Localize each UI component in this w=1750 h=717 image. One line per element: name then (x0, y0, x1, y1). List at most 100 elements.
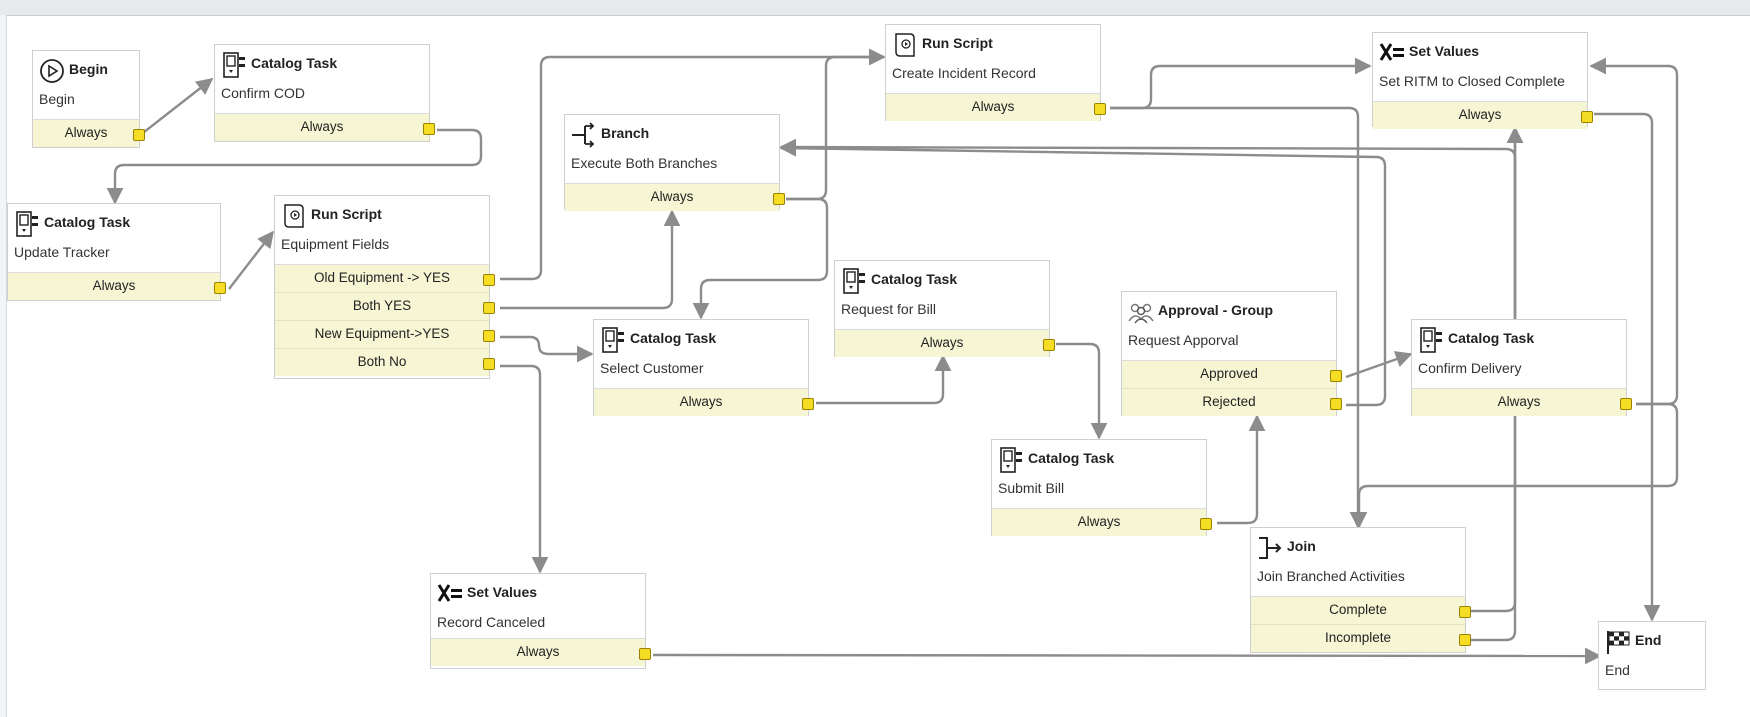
edge-create-incident-to-ritm-closed (1110, 57, 1372, 110)
catalog-task-icon (16, 211, 38, 237)
node-catalog-task-update-tracker[interactable]: Catalog Task Update Tracker Always (7, 203, 226, 301)
node-name: Update Tracker (14, 244, 110, 260)
connector-port[interactable] (802, 398, 814, 410)
connector-port[interactable] (1581, 111, 1593, 123)
connector-port[interactable] (1330, 370, 1342, 382)
catalog-task-icon (223, 52, 245, 78)
node-name: Request Apporval (1128, 332, 1239, 348)
node-name: Record Canceled (437, 614, 546, 630)
edge-branch-to-create-incident (786, 48, 886, 201)
condition-old-equipment-yes[interactable]: Old Equipment -> YES (275, 264, 495, 292)
condition-always[interactable]: Always (215, 113, 435, 141)
condition-approved[interactable]: Approved (1122, 360, 1342, 388)
node-catalog-task-confirm-delivery[interactable]: Catalog Task Confirm Delivery Always (1411, 319, 1632, 416)
node-catalog-task-confirm-cod[interactable]: Catalog Task Confirm COD Always (214, 44, 435, 142)
condition-both-yes[interactable]: Both YES (275, 292, 495, 320)
node-type: Catalog Task (630, 330, 717, 346)
connector-port[interactable] (483, 358, 495, 370)
connector-port[interactable] (483, 274, 495, 286)
condition-always[interactable]: Always (992, 508, 1212, 536)
connector-port[interactable] (1200, 518, 1212, 530)
node-name: Begin (39, 91, 75, 107)
node-type: Catalog Task (1448, 330, 1535, 346)
node-name: Set RITM to Closed Complete (1379, 73, 1565, 89)
checkered-flag-icon (1607, 631, 1630, 654)
condition-both-no[interactable]: Both No (275, 348, 495, 376)
edge-confirm-cod-to-update-tracker (106, 128, 483, 205)
node-end[interactable]: End End (1598, 621, 1706, 690)
edge-record-canceled-to-end (652, 647, 1602, 665)
condition-always[interactable]: Always (431, 638, 651, 666)
condition-incomplete[interactable]: Incomplete (1251, 624, 1471, 652)
connector-port[interactable] (214, 282, 226, 294)
node-catalog-task-submit-bill[interactable]: Catalog Task Submit Bill Always (991, 439, 1212, 536)
condition-complete[interactable]: Complete (1251, 596, 1471, 624)
node-set-values-record-canceled[interactable]: Set Values Record Canceled Always (430, 573, 651, 669)
node-type: Set Values (467, 584, 538, 600)
connector-port[interactable] (133, 129, 145, 141)
connector-port[interactable] (483, 330, 495, 342)
set-values-icon (437, 584, 462, 602)
connector-port[interactable] (483, 302, 495, 314)
node-name: Confirm Delivery (1418, 360, 1522, 376)
node-branch[interactable]: Branch Execute Both Branches Always (564, 114, 785, 211)
left-edge (0, 15, 7, 717)
node-run-script-equipment-fields[interactable]: Run Script Equipment Fields Old Equipmen… (274, 195, 495, 379)
node-name: End (1605, 662, 1630, 678)
node-set-values-ritm-closed[interactable]: Set Values Set RITM to Closed Complete A… (1372, 32, 1593, 129)
node-run-script-create-incident[interactable]: Run Script Create Incident Record Always (885, 24, 1106, 121)
connector-port[interactable] (1043, 339, 1055, 351)
node-type: Begin (69, 61, 108, 77)
condition-always[interactable]: Always (8, 272, 226, 300)
condition-always[interactable]: Always (1373, 101, 1593, 129)
edge-ritm-closed-to-end (1594, 112, 1661, 622)
condition-always[interactable]: Always (886, 93, 1106, 121)
edge-rejected-to-branch (779, 139, 1387, 407)
node-name: Create Incident Record (892, 65, 1036, 81)
connector-port[interactable] (1459, 634, 1471, 646)
catalog-task-icon (602, 327, 624, 353)
branch-icon (572, 122, 595, 148)
edge-submit-bill-to-approval (1217, 414, 1266, 525)
node-approval-group[interactable]: Approval - Group Request Apporval Approv… (1121, 291, 1342, 416)
catalog-task-icon (1420, 327, 1442, 353)
node-name: Join Branched Activities (1257, 568, 1405, 584)
condition-always[interactable]: Always (33, 119, 145, 147)
play-icon (40, 59, 64, 83)
condition-always[interactable]: Always (835, 329, 1055, 357)
node-type: Run Script (922, 35, 993, 51)
condition-new-equipment-yes[interactable]: New Equipment->YES (275, 320, 495, 348)
node-type: Catalog Task (251, 55, 338, 71)
approval-group-icon (1128, 303, 1154, 324)
node-name: Equipment Fields (281, 236, 390, 252)
node-begin[interactable]: Begin Begin Always (32, 50, 145, 148)
node-type: Catalog Task (871, 271, 958, 287)
edge-request-bill-to-submit-bill (1056, 342, 1108, 440)
condition-always[interactable]: Always (565, 183, 785, 211)
node-type: End (1635, 632, 1662, 648)
script-icon (284, 204, 304, 228)
condition-always[interactable]: Always (1412, 388, 1632, 416)
node-catalog-task-request-bill[interactable]: Catalog Task Request for Bill Always (834, 260, 1055, 357)
join-icon (1259, 537, 1282, 559)
set-values-icon (1379, 43, 1404, 61)
catalog-task-icon (1000, 447, 1022, 473)
connector-port[interactable] (639, 648, 651, 660)
connector-port[interactable] (1620, 398, 1632, 410)
connector-port[interactable] (423, 123, 435, 135)
node-type: Branch (601, 125, 650, 141)
edge-branch-to-select-customer (692, 197, 829, 320)
catalog-task-icon (843, 268, 865, 294)
connector-port[interactable] (1094, 103, 1106, 115)
edge-update-tracker-to-equipment-fields (228, 230, 275, 290)
edge-both-yes-to-branch (500, 209, 681, 310)
connector-port[interactable] (1459, 606, 1471, 618)
node-join[interactable]: Join Join Branched Activities Complete I… (1250, 527, 1471, 653)
node-catalog-task-select-customer[interactable]: Catalog Task Select Customer Always (593, 319, 814, 416)
node-name: Confirm COD (221, 85, 306, 101)
condition-rejected[interactable]: Rejected (1122, 388, 1342, 416)
connector-port[interactable] (773, 193, 785, 205)
connector-port[interactable] (1330, 398, 1342, 410)
script-icon (895, 33, 915, 57)
condition-always[interactable]: Always (594, 388, 814, 416)
